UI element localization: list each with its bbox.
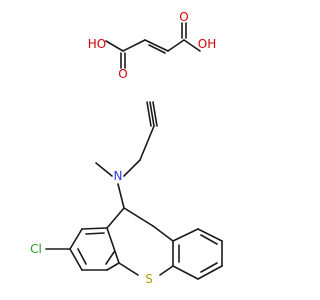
- tricyclic-amine: N S Cl: [30, 101, 223, 286]
- bond-ch2-n: [123, 159, 141, 177]
- bond-c1-oh: [105, 40, 124, 52]
- bond-ar2-d-double: [200, 262, 218, 273]
- bond-c3-c4: [167, 39, 185, 52]
- bond-c1-c2: [122, 39, 146, 52]
- bond-c5a-s: [118, 262, 139, 276]
- bond-ar1-c: [69, 248, 83, 271]
- bond-ar2-a: [172, 228, 199, 242]
- atom-o-left: O: [118, 67, 127, 81]
- molecule-diagram: HO O OH O: [30, 10, 223, 286]
- bond-alkyne-c: [152, 101, 158, 127]
- bond-ar1-b: [69, 228, 83, 250]
- bond-ar2-d: [197, 265, 223, 280]
- bond-c11-c11a: [152, 225, 174, 242]
- bond-s-c4a: [159, 265, 174, 276]
- fumaric-acid: HO O OH O: [88, 10, 216, 81]
- bond-ar1-a-double: [85, 232, 105, 235]
- bond-alkyne-a: [146, 101, 152, 127]
- atom-sulfur: S: [145, 272, 153, 286]
- bond-ar1-c-double: [77, 248, 87, 265]
- bond-ar1-e-double: [105, 251, 115, 265]
- bond-c2-c3: [144, 39, 169, 52]
- structure-canvas: HO O OH O: [30, 10, 223, 286]
- atom-nitrogen: N: [114, 169, 123, 183]
- bond-c2-c3-double: [148, 44, 166, 54]
- bond-ch2-chain: [139, 125, 155, 161]
- atom-o-right: O: [179, 10, 188, 24]
- bond-ar1-f: [106, 227, 120, 264]
- bond-c10-c9a: [106, 207, 125, 229]
- atom-chlorine: Cl: [30, 242, 42, 256]
- bond-ar2-b-double: [200, 234, 218, 245]
- bond-c4-oh: [183, 39, 201, 52]
- atom-ho-left: HO: [88, 37, 106, 51]
- bond-ar2-b: [197, 228, 223, 242]
- bond-alkyne-b: [149, 101, 155, 127]
- bond-c10-c11: [123, 207, 154, 227]
- bond-n-methyl: [95, 162, 113, 177]
- bond-ar1-e: [106, 262, 120, 271]
- bond-n-c10: [117, 183, 125, 209]
- bond-ar2-e: [172, 265, 199, 280]
- bond-ar1-a: [81, 227, 108, 230]
- atom-oh-right: OH: [198, 37, 216, 51]
